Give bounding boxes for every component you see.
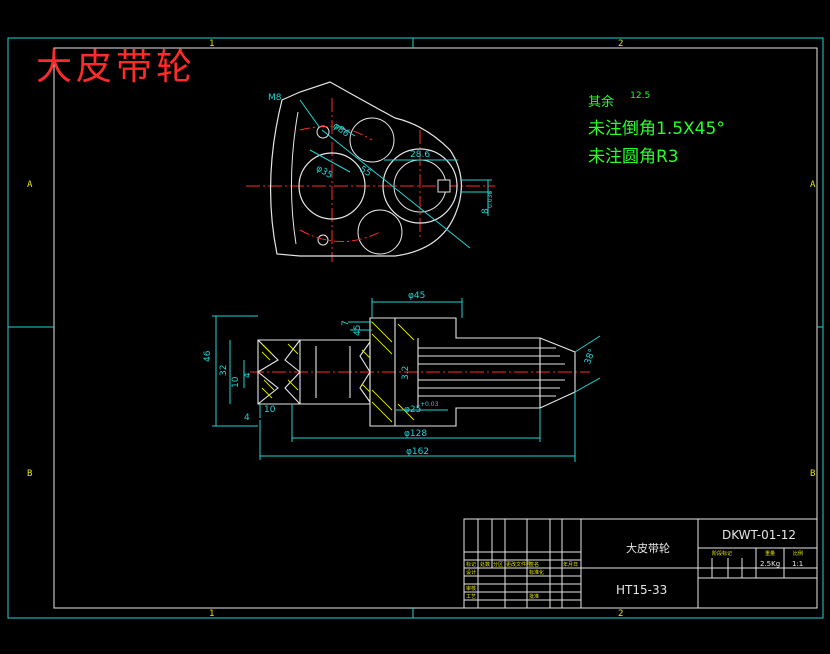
dim-10b: 10	[264, 405, 276, 415]
tb-col-1: 重量	[765, 550, 775, 557]
dim-46: 46	[203, 350, 213, 362]
dim-32: 32	[219, 365, 229, 376]
zone-bottom-2: 2	[618, 609, 623, 619]
zone-right-B: B	[810, 469, 815, 479]
dim-phi45: φ45	[408, 291, 425, 301]
zone-left-A: A	[27, 180, 33, 190]
zone-left-B: B	[27, 469, 32, 479]
tb-scale: 1:1	[792, 560, 803, 568]
front-view: φ45 7 45 46 32 10 4 4 10 3.2 φ25 +0.03 φ…	[203, 291, 601, 462]
fillet-note: 未注圆角R3	[588, 147, 679, 167]
zone-labels: 1 2 1 2 A B A B	[27, 39, 816, 619]
tb-row-2: 分区	[493, 561, 503, 568]
tb-row-3: 更改文件号	[506, 561, 531, 568]
zone-right-A: A	[810, 180, 816, 190]
dim-10: 10	[231, 376, 241, 388]
dim-phi86: φ86	[331, 121, 351, 139]
dim-7: 7	[341, 320, 351, 326]
dim-tol-8: 0.036	[487, 191, 494, 208]
chamfer-note: 未注倒角1.5X45°	[588, 119, 725, 139]
top-view-outline	[270, 81, 463, 257]
tb-row-7: 标准化	[529, 569, 544, 576]
dim-angle: 38°	[583, 348, 598, 366]
outer-frame	[7, 37, 824, 619]
title-block	[463, 518, 818, 609]
tb-row-0: 标记	[466, 561, 476, 568]
title-block-labels: 标记 处数 分区 更改文件号 签名 年月日 设计 标准化 审核 工艺 批准 阶段…	[466, 550, 803, 600]
surface-value: 12.5	[630, 91, 651, 101]
zone-bottom-1: 1	[209, 609, 214, 619]
title-block-part-name: 大皮带轮	[626, 542, 670, 555]
dim-tol25: +0.03	[420, 401, 439, 408]
tb-row-8: 审核	[466, 585, 476, 592]
dim-55: 55	[358, 165, 373, 179]
dim-phi128: φ128	[404, 429, 427, 439]
tb-row-10: 批准	[529, 593, 539, 600]
drawing-title: 大皮带轮	[36, 47, 197, 88]
dim-4a: 4	[243, 372, 253, 378]
zone-top-1: 1	[209, 39, 214, 49]
tb-col-0: 阶段标记	[712, 550, 732, 557]
dim-8: 8	[481, 208, 491, 214]
tb-row-5: 年月日	[563, 561, 578, 568]
title-block-drawing-no: DKWT-01-12	[722, 528, 796, 542]
surface-prefix: 其余	[588, 95, 615, 110]
dim-phi25: φ25	[404, 405, 421, 415]
surface-note: 其余 12.5	[588, 91, 650, 110]
dim-m8: M8	[268, 93, 282, 103]
dim-45: 45	[353, 325, 363, 336]
dim-4b: 4	[244, 413, 250, 423]
tb-col-2: 比例	[793, 550, 803, 557]
tb-row-6: 设计	[466, 569, 476, 576]
zone-ticks	[8, 38, 823, 618]
tb-row-4: 签名	[529, 561, 539, 568]
tb-row-9: 工艺	[466, 594, 476, 600]
dim-3-2: 3.2	[401, 366, 411, 380]
dim-28-6: 28.6	[410, 150, 430, 160]
tb-weight: 2.5Kg	[760, 560, 780, 568]
zone-top-2: 2	[618, 39, 623, 49]
dim-phi162: φ162	[406, 447, 429, 457]
title-block-material: HT15-33	[616, 583, 668, 597]
top-view: M8 φ86 φ35 55 28.6 8 0.036	[246, 81, 495, 262]
tb-row-1: 处数	[480, 561, 490, 568]
inner-frame	[53, 47, 818, 609]
dim-phi35: φ35	[314, 164, 334, 181]
